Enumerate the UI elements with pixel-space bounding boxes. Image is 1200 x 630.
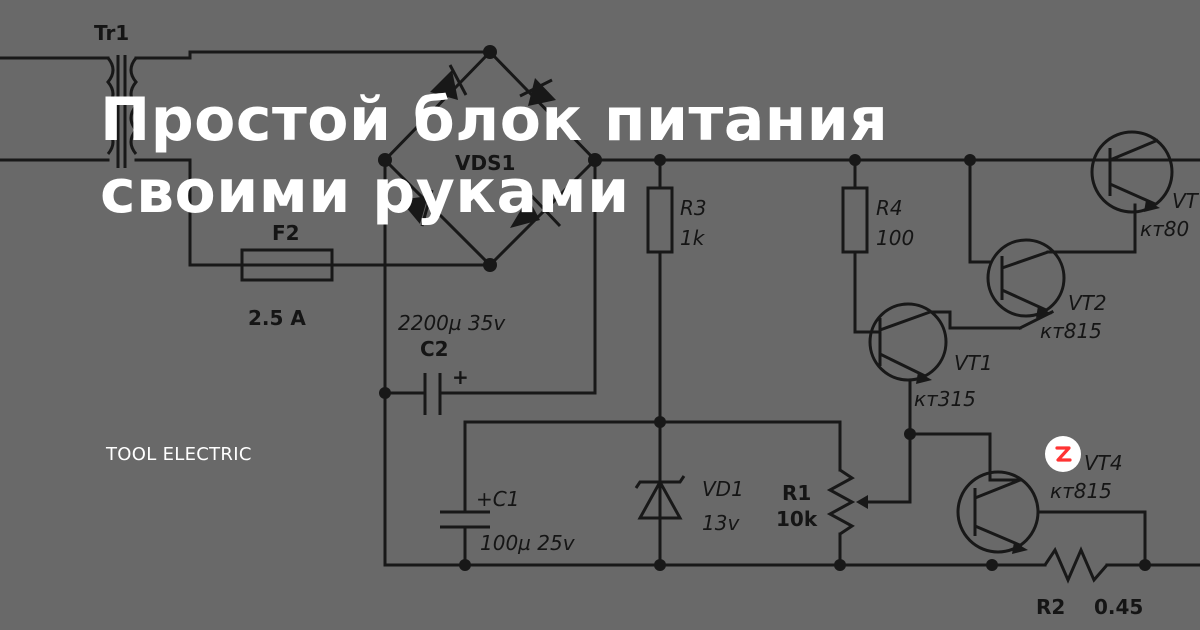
label-vd1: VD1 (702, 477, 744, 501)
label-r3-value: 1k (680, 226, 706, 250)
label-c1-value: 100µ 25v (480, 531, 576, 555)
label-c2: C2 (420, 337, 449, 361)
label-vt1: VT1 (954, 351, 993, 375)
label-r2-value: 0.45 (1094, 595, 1143, 619)
diode-bridge-vds1: VDS1 (378, 45, 602, 272)
label-fuse-rating: 2.5 A (248, 306, 306, 330)
zener-vd1: VD1 13v (634, 475, 744, 535)
label-vt4-type: кт815 (1050, 479, 1112, 503)
label-c2-plus: + (452, 365, 469, 389)
label-vds1: VDS1 (455, 151, 515, 175)
fuse-f2: F2 2.5 A (188, 221, 492, 330)
resistor-r3: R3 1k (646, 158, 707, 567)
label-r4: R4 (876, 196, 903, 220)
label-r3: R3 (680, 196, 707, 220)
label-r1: R1 (782, 481, 811, 505)
potentiometer-r1: R1 10k (776, 420, 912, 567)
label-vt2: VT2 (1068, 291, 1107, 315)
transistor-vt1: VT1 кт315 (868, 302, 1022, 504)
label-c2-value: 2200µ 35v (398, 311, 506, 335)
transistor-vt4: VT4 кт815 (956, 451, 1147, 567)
transistor-vt2: VT2 кт815 (968, 158, 1137, 343)
label-r2: R2 (1036, 595, 1065, 619)
capacitor-c1: +C1 100µ 25v (440, 416, 842, 567)
label-tr1: Tr1 (94, 21, 129, 45)
capacitor-c2: 2200µ 35v C2 + (379, 158, 597, 567)
transistor-vt3: VT кт80 (1090, 130, 1200, 241)
label-vt1-type: кт315 (914, 387, 976, 411)
label-vt3-type: кт80 (1140, 217, 1189, 241)
page-title[interactable]: Простой блок питания своими руками (100, 85, 889, 227)
resistor-r4: R4 100 (841, 158, 914, 334)
zen-logo-icon (1045, 436, 1081, 472)
label-f2: F2 (272, 221, 300, 245)
channel-name[interactable]: TOOL ELECTRIC (106, 444, 252, 465)
label-c1: +C1 (476, 487, 519, 511)
label-r1-value: 10k (776, 507, 818, 531)
label-vt3: VT (1172, 189, 1200, 213)
label-vd1-value: 13v (702, 511, 740, 535)
resistor-r2: R2 0.45 (383, 546, 1200, 619)
transformer-tr1: Tr1 (0, 21, 192, 267)
label-r4-value: 100 (876, 226, 914, 250)
label-vt2-type: кт815 (1040, 319, 1102, 343)
label-vt4: VT4 (1084, 451, 1123, 475)
